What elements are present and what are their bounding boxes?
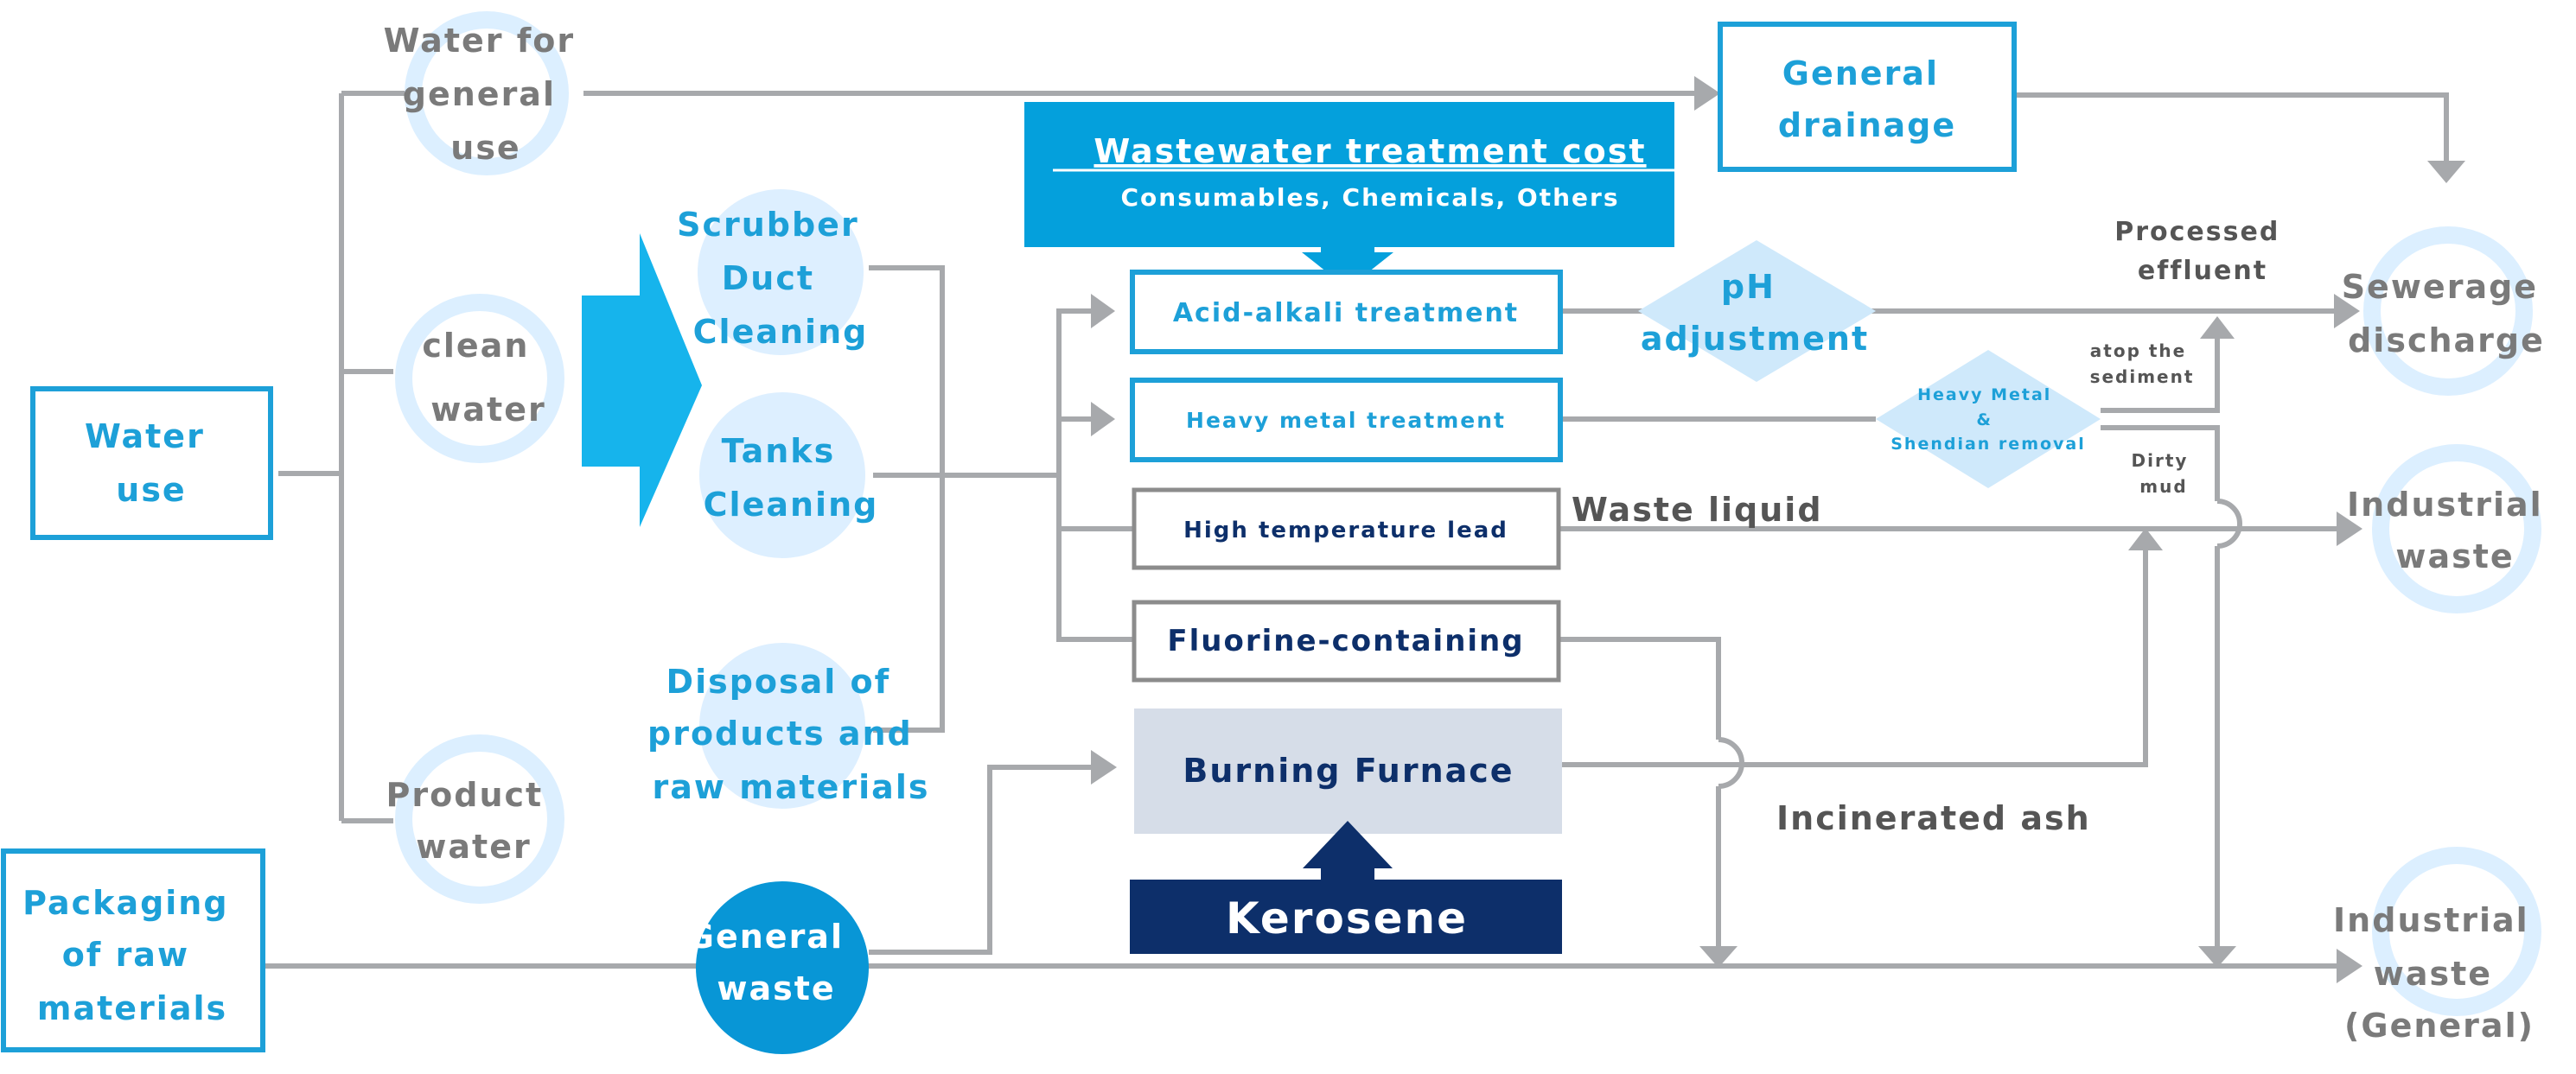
kerosene-label: Kerosene: [1226, 893, 1468, 944]
text-layer: Water for general use clean water Produc…: [22, 22, 2556, 1045]
general-drainage-box: [1718, 22, 2017, 172]
product-water-label: Product water: [386, 776, 557, 866]
atop-label: atop the sediment: [2090, 340, 2195, 387]
cost-arrow-icon: [1302, 247, 1393, 289]
big-flow-arrow-icon: [582, 233, 702, 527]
disposal-label: Disposal of products and raw materials: [647, 663, 929, 806]
circle-fills: [698, 189, 865, 809]
waste-liquid-label: Waste liquid: [1572, 491, 1823, 529]
cost-subtitle: Consumables, Chemicals, Others: [1120, 183, 1619, 212]
arrow-to-heavy: [1091, 402, 1115, 436]
hm-removal-diamond-icon: [1876, 350, 2101, 488]
packaging-label: Packaging of raw materials: [22, 884, 242, 1027]
cost-title: Wastewater treatment cost: [1094, 132, 1646, 170]
hightemp-box: [1132, 487, 1561, 570]
processed-label: Processed effluent: [2114, 217, 2291, 286]
incinerated-label: Incinerated ash: [1776, 799, 2091, 837]
kerosene-arrow-icon: [1303, 821, 1393, 881]
circle-marker-icon: [405, 11, 569, 175]
water-use-label: Water use: [85, 417, 218, 509]
circle-marker-icon: [699, 643, 865, 809]
packaging-box: [1, 848, 265, 1052]
arrow-down-mud: [2198, 946, 2236, 968]
heavy-box: [1130, 378, 1563, 462]
arrow-to-acid: [1091, 294, 1115, 328]
connector-lines: [264, 91, 2449, 969]
water-use-box: [30, 386, 273, 540]
arrow-up-processed: [2200, 316, 2235, 339]
industrial-label: Industrial waste: [2347, 486, 2556, 575]
circle-markers: [395, 11, 2541, 1016]
water-general-label: Water for general use: [384, 22, 589, 167]
fluorine-label: Fluorine-containing: [1167, 624, 1524, 658]
furnace-label: Burning Furnace: [1183, 752, 1514, 790]
heavy-label: Heavy metal treatment: [1186, 408, 1506, 433]
clean-water-label: clean water: [422, 327, 545, 429]
hm-removal-label: Heavy Metal & Shendian removal: [1891, 385, 2086, 454]
arrow-to-industrial-general: [2337, 949, 2362, 983]
circle-marker-icon: [2363, 226, 2533, 396]
circle-marker-icon: [395, 734, 564, 904]
tanks-label: Tanks Cleaning: [704, 432, 879, 524]
arrow-to-furnace: [1091, 750, 1117, 785]
circle-marker-icon: [699, 392, 865, 558]
arrow-to-drainage: [1694, 76, 1720, 111]
arrow-to-sewerage: [2334, 294, 2360, 328]
ph-diamond-icon: [1638, 240, 1876, 382]
circle-marker-icon: [698, 189, 864, 355]
dirty-label: Dirty mud: [2132, 450, 2197, 497]
hightemp-label: High temperature lead: [1183, 518, 1508, 543]
general-drainage-label: General drainage: [1778, 54, 1956, 144]
kerosene-box: [1130, 880, 1562, 954]
sewerage-label: Sewerage discharge: [2342, 268, 2552, 359]
industrial-general-label: Industrial waste (General): [2333, 901, 2542, 1045]
circle-marker-icon: [395, 294, 564, 463]
circle-marker-icon: [2372, 847, 2541, 1016]
arrow-to-sewer-top: [2427, 161, 2465, 183]
acid-box: [1130, 270, 1563, 354]
scrubber-label: Scrubber Duct Cleaning: [677, 206, 872, 351]
arrow-up-waste-liquid: [2128, 528, 2163, 550]
arrowheads: [1091, 76, 2465, 983]
general-waste-circle: [696, 881, 869, 1054]
arrow-to-industrial: [2337, 512, 2362, 546]
ph-label: pH adjustment: [1641, 268, 1869, 358]
cost-banner: [1024, 102, 1674, 247]
fluorine-box: [1132, 600, 1561, 683]
circle-marker-icon: [2372, 444, 2541, 613]
furnace-box: [1134, 709, 1562, 834]
general-waste-label: General waste: [687, 918, 857, 1007]
acid-label: Acid-alkali treatment: [1173, 298, 1519, 328]
arrow-down-fluorine: [1699, 946, 1738, 968]
